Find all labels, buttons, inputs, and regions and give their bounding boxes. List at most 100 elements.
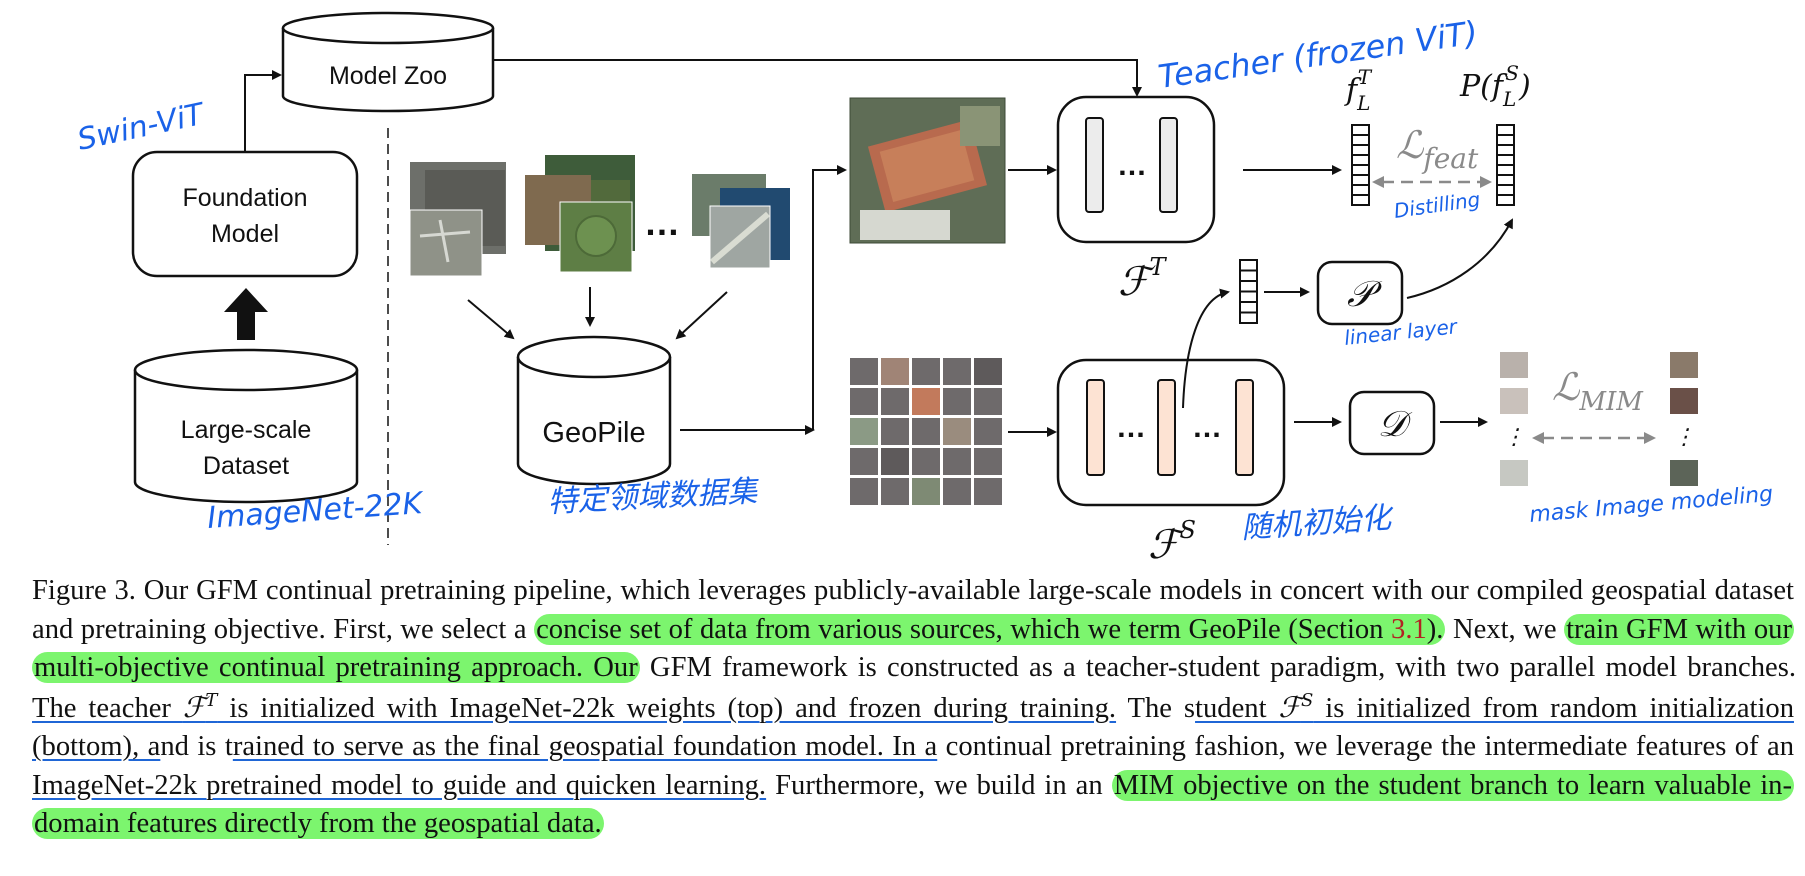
annotation-student-cn: 随机初始化 — [1240, 500, 1396, 546]
geopile-label: GeoPile — [542, 417, 645, 449]
projector-to-prediction-arrow — [1406, 218, 1513, 299]
mask-patch — [974, 358, 1002, 385]
figure-caption: Figure 3. Our GFM continual pretraining … — [32, 572, 1796, 844]
zoo-to-teacher-arrow — [493, 59, 1142, 97]
vector-cell — [1239, 311, 1258, 324]
caption-continual: continual pretraining fashion, we levera… — [937, 731, 1794, 762]
projector-box: 𝒫 — [1316, 260, 1404, 326]
mask-patch — [912, 478, 940, 505]
foundation-label-2: Model — [211, 220, 279, 248]
caption-highlight-geopile: concise set of data from various sources… — [534, 613, 1446, 645]
merge-arrow-left — [467, 299, 515, 340]
caption-the-s: The s — [1116, 692, 1196, 724]
dataset-label-2: Dataset — [203, 452, 289, 480]
caption-framework: GFM framework is constructed as a teache… — [639, 652, 1796, 683]
vector-cell — [1351, 154, 1370, 166]
vector-cell — [1351, 144, 1370, 156]
predicted-feature-label: P(fLS) — [1459, 61, 1531, 111]
images-ellipsis: … — [644, 202, 680, 243]
vector-cell — [1496, 174, 1515, 186]
mask-patch — [850, 478, 878, 505]
geopile-to-teacher-image-arrow — [812, 165, 847, 430]
feature-loss-label: ℒfeat — [1396, 123, 1479, 175]
mask-patch — [850, 388, 878, 415]
mask-patch — [974, 418, 1002, 445]
merge-arrow-right — [675, 291, 728, 340]
teacher-feature-label: fLT — [1344, 65, 1373, 115]
caption-underline-imagenet: ImageNet-22k pretrained model to guide a… — [32, 769, 767, 801]
mask-patch — [974, 388, 1002, 415]
mask-patch — [912, 358, 940, 385]
intermediate-feature-vector — [1239, 259, 1258, 324]
pipeline-figure: Model Zoo Foundation Model Large-scale D… — [74, 11, 1774, 568]
vector-cell — [1351, 124, 1370, 136]
caption-intro: Figure 3. Our GFM continual pretraining … — [32, 575, 1794, 645]
mask-patch — [943, 478, 971, 505]
mask-patch — [850, 358, 878, 385]
mask-patch — [974, 448, 1002, 475]
teacher-encoder: … — [1056, 95, 1216, 244]
dataset-label-1: Large-scale — [181, 416, 312, 444]
teacher-symbol: ℱT — [1118, 253, 1167, 305]
decoder-box: 𝒟 — [1348, 390, 1436, 456]
vector-cell — [1239, 301, 1258, 314]
mask-patch — [881, 478, 909, 505]
predicted-feature-vector — [1496, 124, 1515, 206]
student-symbol: ℱS — [1148, 516, 1196, 568]
target-patches-dots: ⋮ — [1673, 425, 1695, 450]
vector-cell — [1496, 164, 1515, 176]
foundation-to-zoo-arrow — [244, 70, 282, 152]
caption-and-is: nd is t — [160, 731, 233, 762]
image-stack-2 — [525, 155, 635, 273]
mask-patch — [912, 448, 940, 475]
student-ellipsis-1: … — [1116, 411, 1146, 444]
annotation-mim: mask Image modeling — [1528, 482, 1774, 528]
mask-patch — [850, 448, 878, 475]
mask-patch — [881, 388, 909, 415]
student-ellipsis-2: … — [1192, 411, 1222, 444]
vector-cell — [1239, 280, 1258, 293]
vector-cell — [1496, 194, 1515, 206]
teacher-feature-vector — [1351, 124, 1370, 206]
vector-cell — [1351, 184, 1370, 196]
foundation-label-1: Foundation — [182, 184, 307, 212]
caption-underline-trained: rained to serve as the final geospatial … — [232, 731, 938, 762]
source-images: … — [409, 155, 790, 277]
caption-furthermore: Furthermore, we build in an — [766, 769, 1103, 801]
vector-cell — [1351, 164, 1370, 176]
vector-cell — [1351, 134, 1370, 146]
mask-patch — [943, 448, 971, 475]
vector-cell — [1496, 134, 1515, 146]
mask-patch — [912, 388, 940, 415]
mask-patch — [943, 418, 971, 445]
masked-patches-dots: ⋮ — [1503, 425, 1525, 450]
masked-patches-column: ⋮ — [1500, 352, 1528, 486]
intermediate-feature-arrow — [1182, 288, 1230, 409]
model-zoo-cylinder: Model Zoo — [281, 11, 495, 113]
vector-cell — [1496, 124, 1515, 136]
teacher-input-image — [849, 97, 1006, 244]
caption-underline-teacher: The teacher ℱT is initialized with Image… — [32, 689, 1117, 724]
vector-cell — [1351, 174, 1370, 186]
mask-patch — [943, 358, 971, 385]
annotation-swin: Swin-ViT — [74, 96, 209, 157]
vector-cell — [1239, 269, 1258, 282]
foundation-model-box: Foundation Model — [131, 150, 359, 278]
mask-patch — [850, 418, 878, 445]
teacher-ellipsis: … — [1117, 149, 1147, 182]
mask-patch — [974, 478, 1002, 505]
geopile-cylinder: GeoPile — [516, 335, 672, 486]
vector-cell — [1496, 154, 1515, 166]
mim-loss-label: ℒMIM — [1552, 365, 1644, 417]
vector-cell — [1496, 144, 1515, 156]
vector-cell — [1239, 259, 1258, 272]
mask-patch — [943, 388, 971, 415]
mask-patch — [881, 358, 909, 385]
section-ref-link[interactable]: 3.1 — [1391, 613, 1427, 645]
model-zoo-label: Model Zoo — [329, 62, 447, 90]
caption-next: Next, we — [1445, 613, 1557, 645]
vector-cell — [1351, 194, 1370, 206]
image-stack-1 — [409, 162, 506, 277]
image-stack-3 — [692, 174, 790, 269]
annotation-distilling: Distilling — [1392, 187, 1481, 223]
